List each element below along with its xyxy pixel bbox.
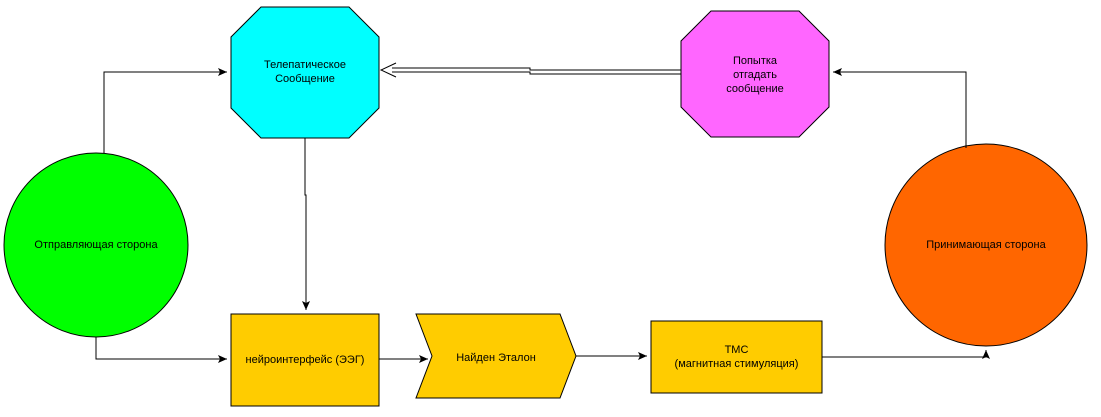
guess-label: Попытка отгадать сообщение [681,52,829,98]
edge-telepathic-to-neuro [302,138,310,310]
neuro-label: нейроинтерфейс (ЭЭГ) [231,350,379,370]
telepathic-label-line1: Телепатическое [264,59,346,71]
sender-label: Отправляющая сторона [6,235,186,255]
edge-sender-to-telepathic [103,68,227,153]
found-label: Найден Эталон [432,348,560,368]
found-label-text: Найден Эталон [456,352,536,364]
guess-label-line3: сообщение [726,83,784,95]
receiver-label: Принимающая сторона [886,235,1086,255]
receiver-label-text: Принимающая сторона [926,239,1046,251]
edge-sender-to-neuro [95,337,227,363]
neuro-box[interactable] [230,313,380,407]
tms-label: ТМС (магнитная стимуляция) [651,340,822,374]
telepathic-label-line2: Сообщение [275,73,335,85]
neuro-label-text: нейроинтерфейс (ЭЭГ) [245,354,365,366]
guess-octagon[interactable] [680,10,830,138]
receiver-circle[interactable] [884,143,1088,347]
found-step[interactable] [415,313,577,399]
guess-label-line1: Попытка [732,55,778,67]
telepathic-octagon[interactable] [230,6,380,139]
edge-receiver-to-guess [833,68,967,148]
tms-label-line1: ТМС [724,344,749,356]
telepathic-label: Телепатическое Сообщение [231,55,379,89]
tms-label-line2: (магнитная стимуляция) [674,358,799,370]
edge-tms-to-receiver [822,350,990,359]
sender-label-text: Отправляющая сторона [34,239,158,251]
edge-guess-to-telepathic [379,62,681,78]
guess-label-line2: отгадать [733,69,777,81]
